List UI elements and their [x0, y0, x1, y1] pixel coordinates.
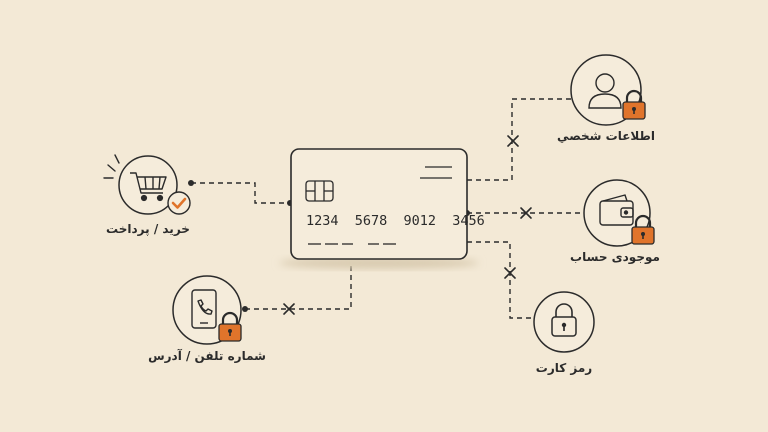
blocked-markers — [283, 135, 532, 315]
purchase-label: خرید / پرداخت — [106, 222, 190, 236]
node-purchase — [103, 154, 191, 215]
balance-label: موجودی حساب — [570, 250, 660, 264]
node-personal — [570, 54, 646, 126]
chip-icon — [305, 180, 334, 202]
card-stripes — [420, 166, 452, 179]
x-icon-pin — [504, 267, 516, 279]
sparkle-icon — [103, 154, 120, 179]
personal-label: اطلاعات شخصي — [557, 129, 655, 143]
dot-purchase — [188, 180, 194, 186]
padlock-icon — [551, 303, 577, 337]
connector-phone — [245, 264, 352, 310]
phone-label: شماره تلفن / آدرس — [148, 349, 266, 363]
lock-icon — [631, 214, 655, 245]
card-number: 1234 5678 9012 3456 — [306, 213, 485, 229]
credit-card: 1234 5678 9012 3456 — [279, 148, 485, 269]
connector-pin — [467, 241, 534, 319]
wallet-icon — [599, 194, 634, 226]
card-body — [290, 148, 468, 260]
pin-label: رمز کارت — [535, 361, 593, 375]
dot-phone — [242, 306, 248, 312]
lock-icon — [622, 89, 646, 120]
x-icon-balance — [520, 207, 532, 219]
x-icon-personal — [507, 135, 519, 147]
shopping-cart-icon — [130, 172, 167, 202]
node-phone — [172, 275, 242, 345]
x-icon-phone — [283, 303, 295, 315]
node-pin — [533, 291, 595, 353]
check-badge-icon — [167, 191, 191, 215]
connector-purchase — [191, 182, 291, 204]
user-icon — [588, 73, 622, 109]
node-balance — [583, 179, 655, 247]
card-shadow — [279, 257, 479, 269]
smartphone-icon — [191, 289, 217, 329]
lock-icon — [218, 311, 242, 342]
